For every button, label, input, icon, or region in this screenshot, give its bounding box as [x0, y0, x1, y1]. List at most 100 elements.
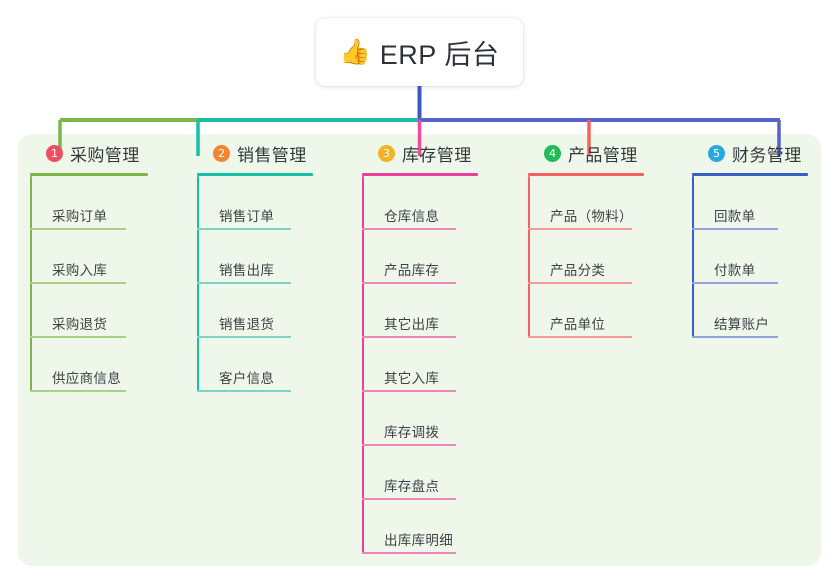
leaf-item[interactable]: 客户信息 — [197, 338, 313, 392]
leaf-item[interactable]: 销售订单 — [197, 176, 313, 230]
leaf-rule — [362, 444, 456, 446]
leaf-spine-3 — [362, 176, 364, 554]
leaf-list-2: 销售订单销售出库销售退货客户信息 — [197, 176, 313, 392]
root-node[interactable]: 👍 ERP 后台 — [316, 18, 523, 86]
leaf-item[interactable]: 供应商信息 — [30, 338, 148, 392]
root-node-label: ERP 后台 — [379, 39, 500, 70]
leaf-rule — [197, 390, 291, 392]
leaf-item[interactable]: 出库库明细 — [362, 500, 478, 554]
leaf-item[interactable]: 采购退货 — [30, 284, 148, 338]
leaf-rule — [197, 282, 291, 284]
leaf-rule — [528, 282, 632, 284]
column-title-1: 采购管理 — [70, 145, 140, 165]
leaf-label: 销售订单 — [219, 209, 275, 224]
column-3: 3 库存管理仓库信息产品库存其它出库其它入库库存调拨库存盘点出库库明细 — [362, 140, 478, 554]
leaf-label: 销售退货 — [219, 317, 275, 332]
leaf-rule — [362, 228, 456, 230]
leaf-label: 库存盘点 — [384, 479, 440, 494]
column-rule-1 — [30, 173, 148, 176]
column-title-2: 销售管理 — [237, 145, 307, 165]
leaf-spine-1 — [30, 176, 32, 392]
leaf-rule — [692, 228, 778, 230]
column-4: 4 产品管理产品（物料） 产品分类产品单位 — [528, 140, 644, 338]
leaf-rule — [197, 336, 291, 338]
column-rule-3 — [362, 173, 478, 176]
leaf-label: 产品库存 — [384, 263, 440, 278]
leaf-rule — [197, 228, 291, 230]
leaf-item[interactable]: 付款单 — [692, 230, 808, 284]
column-rule-4 — [528, 173, 644, 176]
column-1: 1 采购管理采购订单采购入库采购退货供应商信息 — [30, 140, 148, 392]
leaf-rule — [362, 336, 456, 338]
leaf-rule — [30, 336, 126, 338]
column-badge-3: 3 — [378, 144, 395, 162]
leaf-list-5: 回款单付款单结算账户 — [692, 176, 808, 338]
column-2: 2 销售管理销售订单销售出库销售退货客户信息 — [197, 140, 313, 392]
leaf-rule — [30, 390, 126, 392]
leaf-rule — [362, 498, 456, 500]
leaf-label: 仓库信息 — [384, 209, 440, 224]
leaf-spine-2 — [197, 176, 199, 392]
thumbs-up-icon: 👍 — [339, 37, 371, 66]
leaf-label: 其它入库 — [384, 371, 440, 386]
leaf-item[interactable]: 其它出库 — [362, 284, 478, 338]
leaf-item[interactable]: 仓库信息 — [362, 176, 478, 230]
leaf-rule — [692, 282, 778, 284]
column-header-3[interactable]: 3 库存管理 — [362, 140, 478, 166]
column-header-2[interactable]: 2 销售管理 — [197, 140, 313, 166]
leaf-item[interactable]: 销售退货 — [197, 284, 313, 338]
column-title-3: 库存管理 — [402, 145, 472, 165]
leaf-rule — [362, 390, 456, 392]
leaf-item[interactable]: 产品（物料） — [528, 176, 644, 230]
leaf-label: 供应商信息 — [52, 371, 121, 386]
leaf-label: 产品单位 — [550, 317, 606, 332]
leaf-list-3: 仓库信息产品库存其它出库其它入库库存调拨库存盘点出库库明细 — [362, 176, 478, 554]
leaf-item[interactable]: 采购入库 — [30, 230, 148, 284]
leaf-item[interactable]: 产品库存 — [362, 230, 478, 284]
column-header-5[interactable]: 5 财务管理 — [692, 140, 808, 166]
column-badge-5: 5 — [708, 144, 725, 162]
leaf-item[interactable]: 库存调拨 — [362, 392, 478, 446]
leaf-item[interactable]: 其它入库 — [362, 338, 478, 392]
leaf-item[interactable]: 销售出库 — [197, 230, 313, 284]
leaf-label: 付款单 — [714, 263, 756, 278]
column-rule-2 — [197, 173, 313, 176]
leaf-rule — [362, 282, 456, 284]
column-badge-2: 2 — [213, 144, 230, 162]
leaf-item[interactable]: 产品单位 — [528, 284, 644, 338]
column-header-1[interactable]: 1 采购管理 — [30, 140, 148, 166]
leaf-label: 产品分类 — [550, 263, 606, 278]
leaf-item[interactable]: 库存盘点 — [362, 446, 478, 500]
leaf-label: 回款单 — [714, 209, 756, 224]
leaf-label: 采购入库 — [52, 263, 108, 278]
leaf-label: 库存调拨 — [384, 425, 440, 440]
leaf-spine-4 — [528, 176, 530, 338]
leaf-item[interactable]: 回款单 — [692, 176, 808, 230]
leaf-label: 采购退货 — [52, 317, 108, 332]
leaf-item[interactable]: 采购订单 — [30, 176, 148, 230]
leaf-rule — [528, 336, 632, 338]
leaf-item[interactable]: 结算账户 — [692, 284, 808, 338]
leaf-list-4: 产品（物料） 产品分类产品单位 — [528, 176, 644, 338]
leaf-label: 销售出库 — [219, 263, 275, 278]
leaf-item[interactable]: 产品分类 — [528, 230, 644, 284]
column-badge-1: 1 — [46, 144, 63, 162]
leaf-label: 产品（物料） — [550, 209, 633, 224]
column-title-4: 产品管理 — [568, 145, 638, 165]
leaf-rule — [30, 282, 126, 284]
leaf-label: 结算账户 — [714, 317, 770, 332]
column-title-5: 财务管理 — [732, 145, 802, 165]
leaf-rule — [362, 552, 456, 554]
leaf-list-1: 采购订单采购入库采购退货供应商信息 — [30, 176, 148, 392]
leaf-rule — [528, 228, 632, 230]
leaf-spine-5 — [692, 176, 694, 338]
leaf-label: 客户信息 — [219, 371, 275, 386]
leaf-rule — [692, 336, 778, 338]
column-badge-4: 4 — [544, 144, 561, 162]
column-header-4[interactable]: 4 产品管理 — [528, 140, 644, 166]
leaf-label: 采购订单 — [52, 209, 108, 224]
leaf-label: 出库库明细 — [384, 533, 453, 548]
column-rule-5 — [692, 173, 808, 176]
column-5: 5 财务管理回款单付款单结算账户 — [692, 140, 808, 338]
